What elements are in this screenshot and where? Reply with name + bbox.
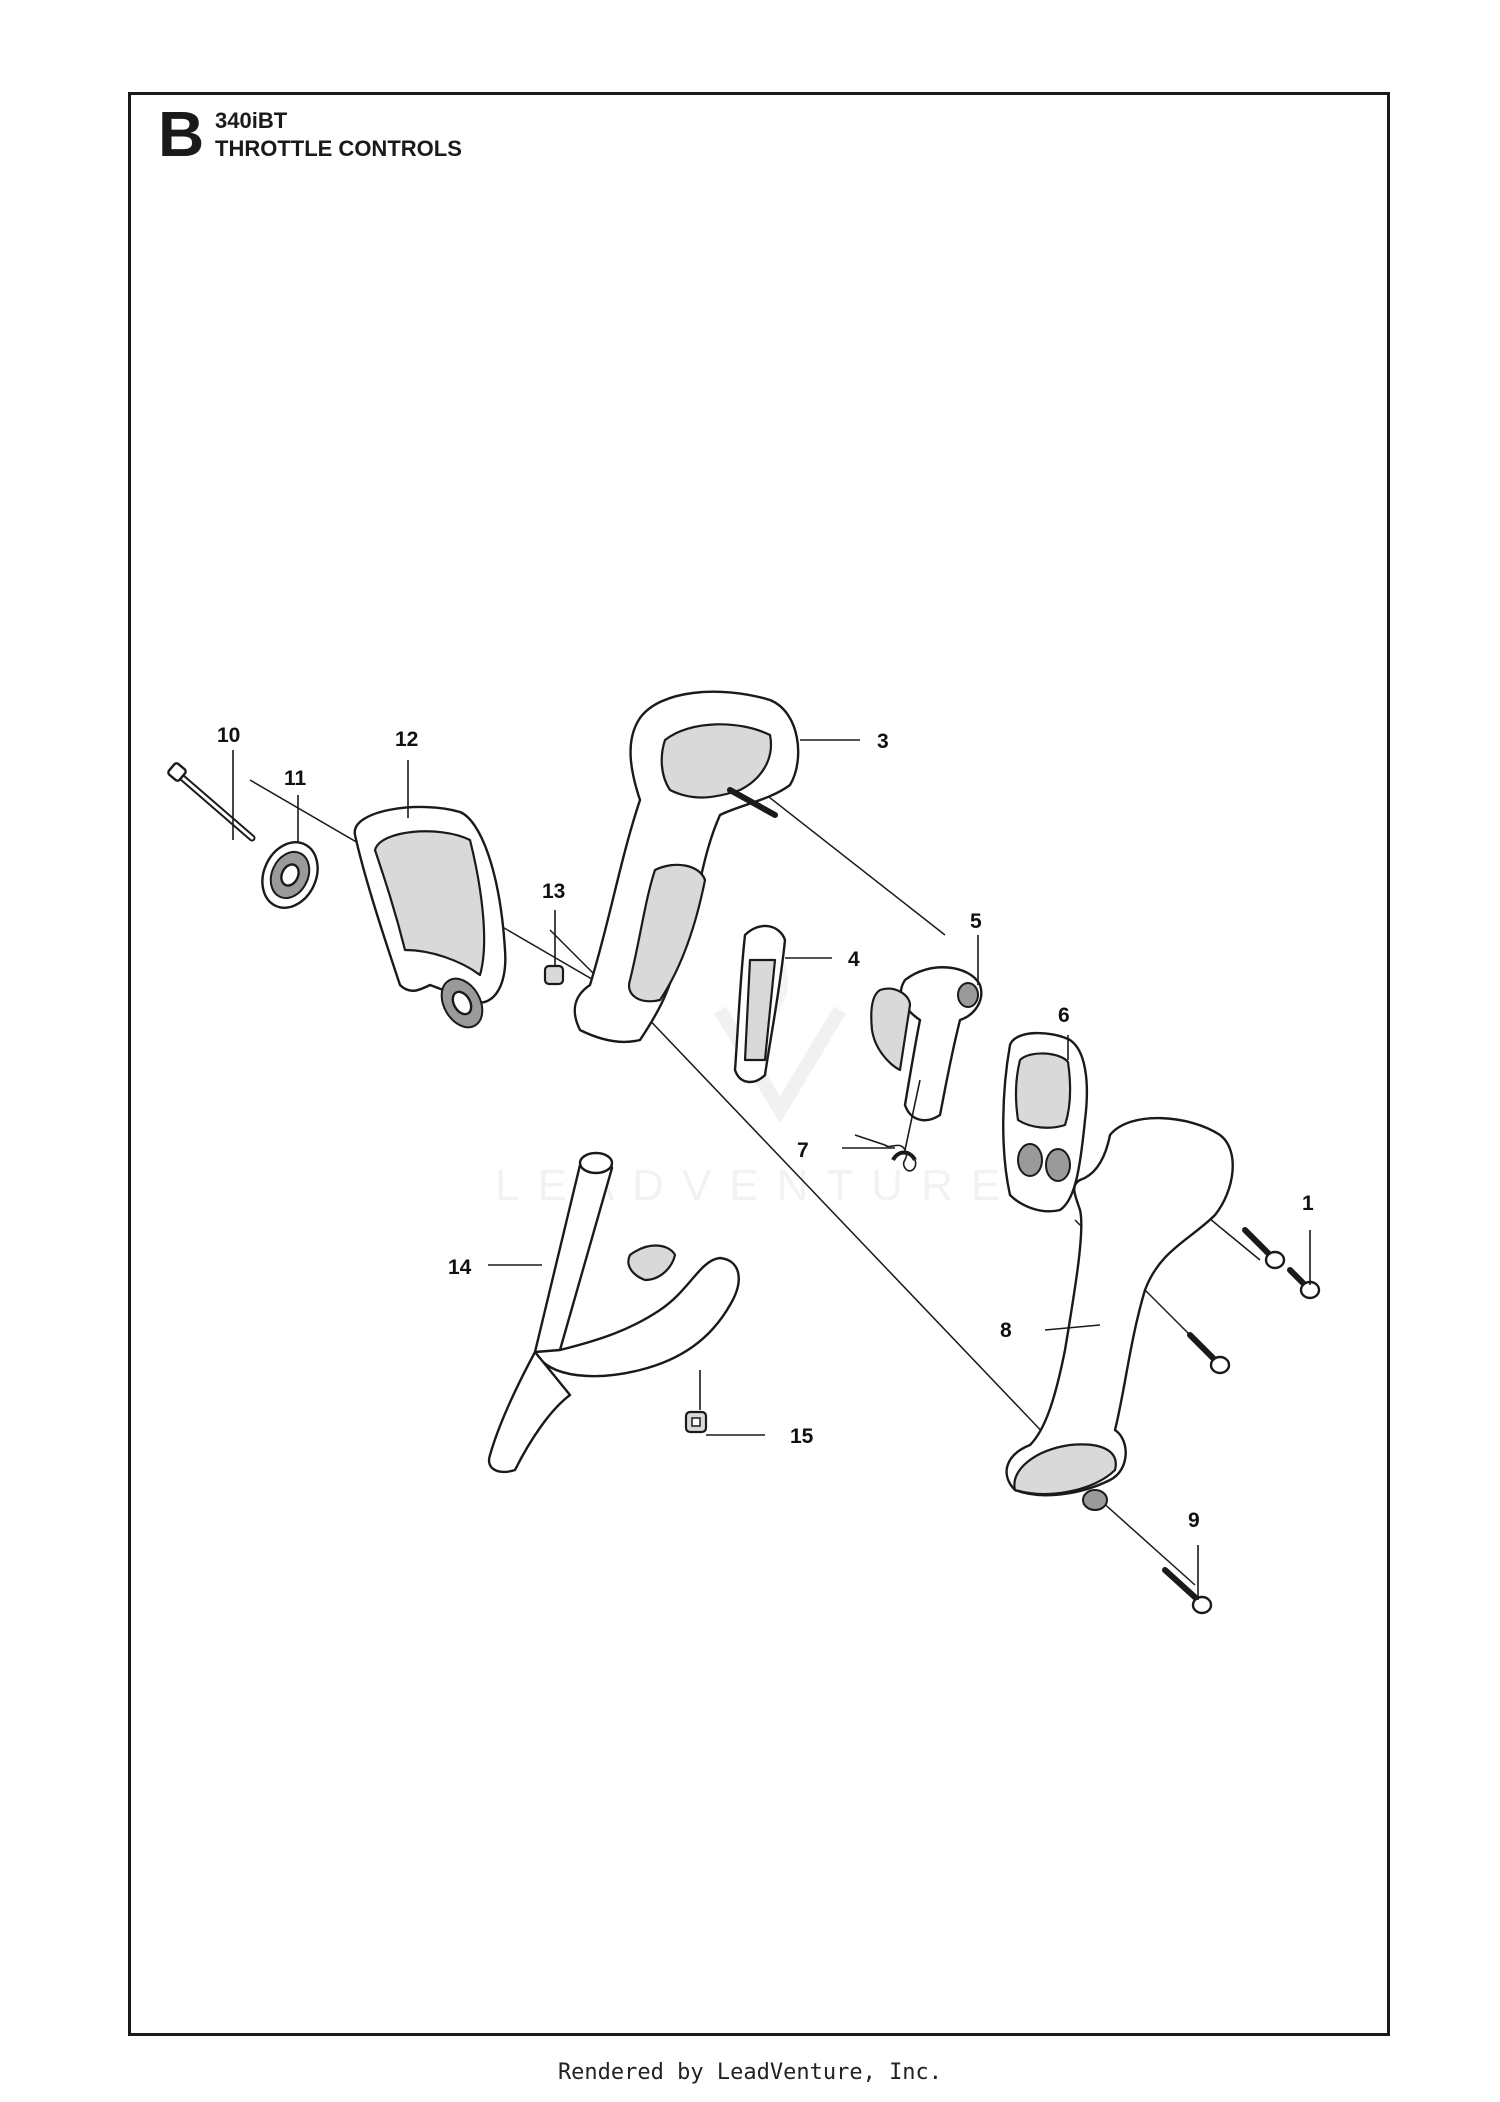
control-panel-6 <box>1002 1031 1088 1213</box>
model-name: 340iBT <box>215 108 288 133</box>
callout-15: 15 <box>790 1425 814 1448</box>
callout-12: 12 <box>395 728 418 751</box>
clamp-12 <box>353 805 507 1029</box>
callout-7: 7 <box>797 1139 809 1162</box>
screw-10 <box>167 762 256 842</box>
screw-9 <box>1162 1567 1213 1615</box>
screw-1 <box>1242 1227 1321 1300</box>
callout-numbers: 1 3 4 5 6 7 8 9 10 11 12 13 14 15 <box>217 724 1314 1532</box>
section-letter: B <box>158 98 205 170</box>
nut-15 <box>684 1410 708 1434</box>
callout-5: 5 <box>970 910 982 933</box>
callout-13: 13 <box>542 880 565 903</box>
footer-credit: Rendered by LeadVenture, Inc. <box>557 2060 943 2085</box>
callout-11: 11 <box>284 767 307 790</box>
spring-7 <box>854 1079 921 1172</box>
callout-9: 9 <box>1188 1509 1200 1532</box>
callout-4: 4 <box>848 948 860 971</box>
knob-11 <box>261 841 319 909</box>
callout-3: 3 <box>877 730 889 753</box>
section-title: THROTTLE CONTROLS <box>215 136 462 161</box>
switch-4 <box>733 924 787 1084</box>
grip-8 <box>1005 1116 1234 1511</box>
callout-8: 8 <box>1000 1319 1012 1342</box>
nut-13 <box>543 964 565 986</box>
trigger-5 <box>870 966 983 1122</box>
screw-8-mount <box>1187 1332 1231 1375</box>
callout-14: 14 <box>448 1256 472 1279</box>
front-handle-14 <box>487 1151 740 1474</box>
callout-10: 10 <box>217 724 240 747</box>
callout-1: 1 <box>1302 1192 1314 1215</box>
callout-6: 6 <box>1058 1004 1070 1027</box>
diagram-frame <box>128 92 1390 2036</box>
housing-3 <box>573 690 800 1044</box>
leader-lines <box>232 739 1311 1600</box>
